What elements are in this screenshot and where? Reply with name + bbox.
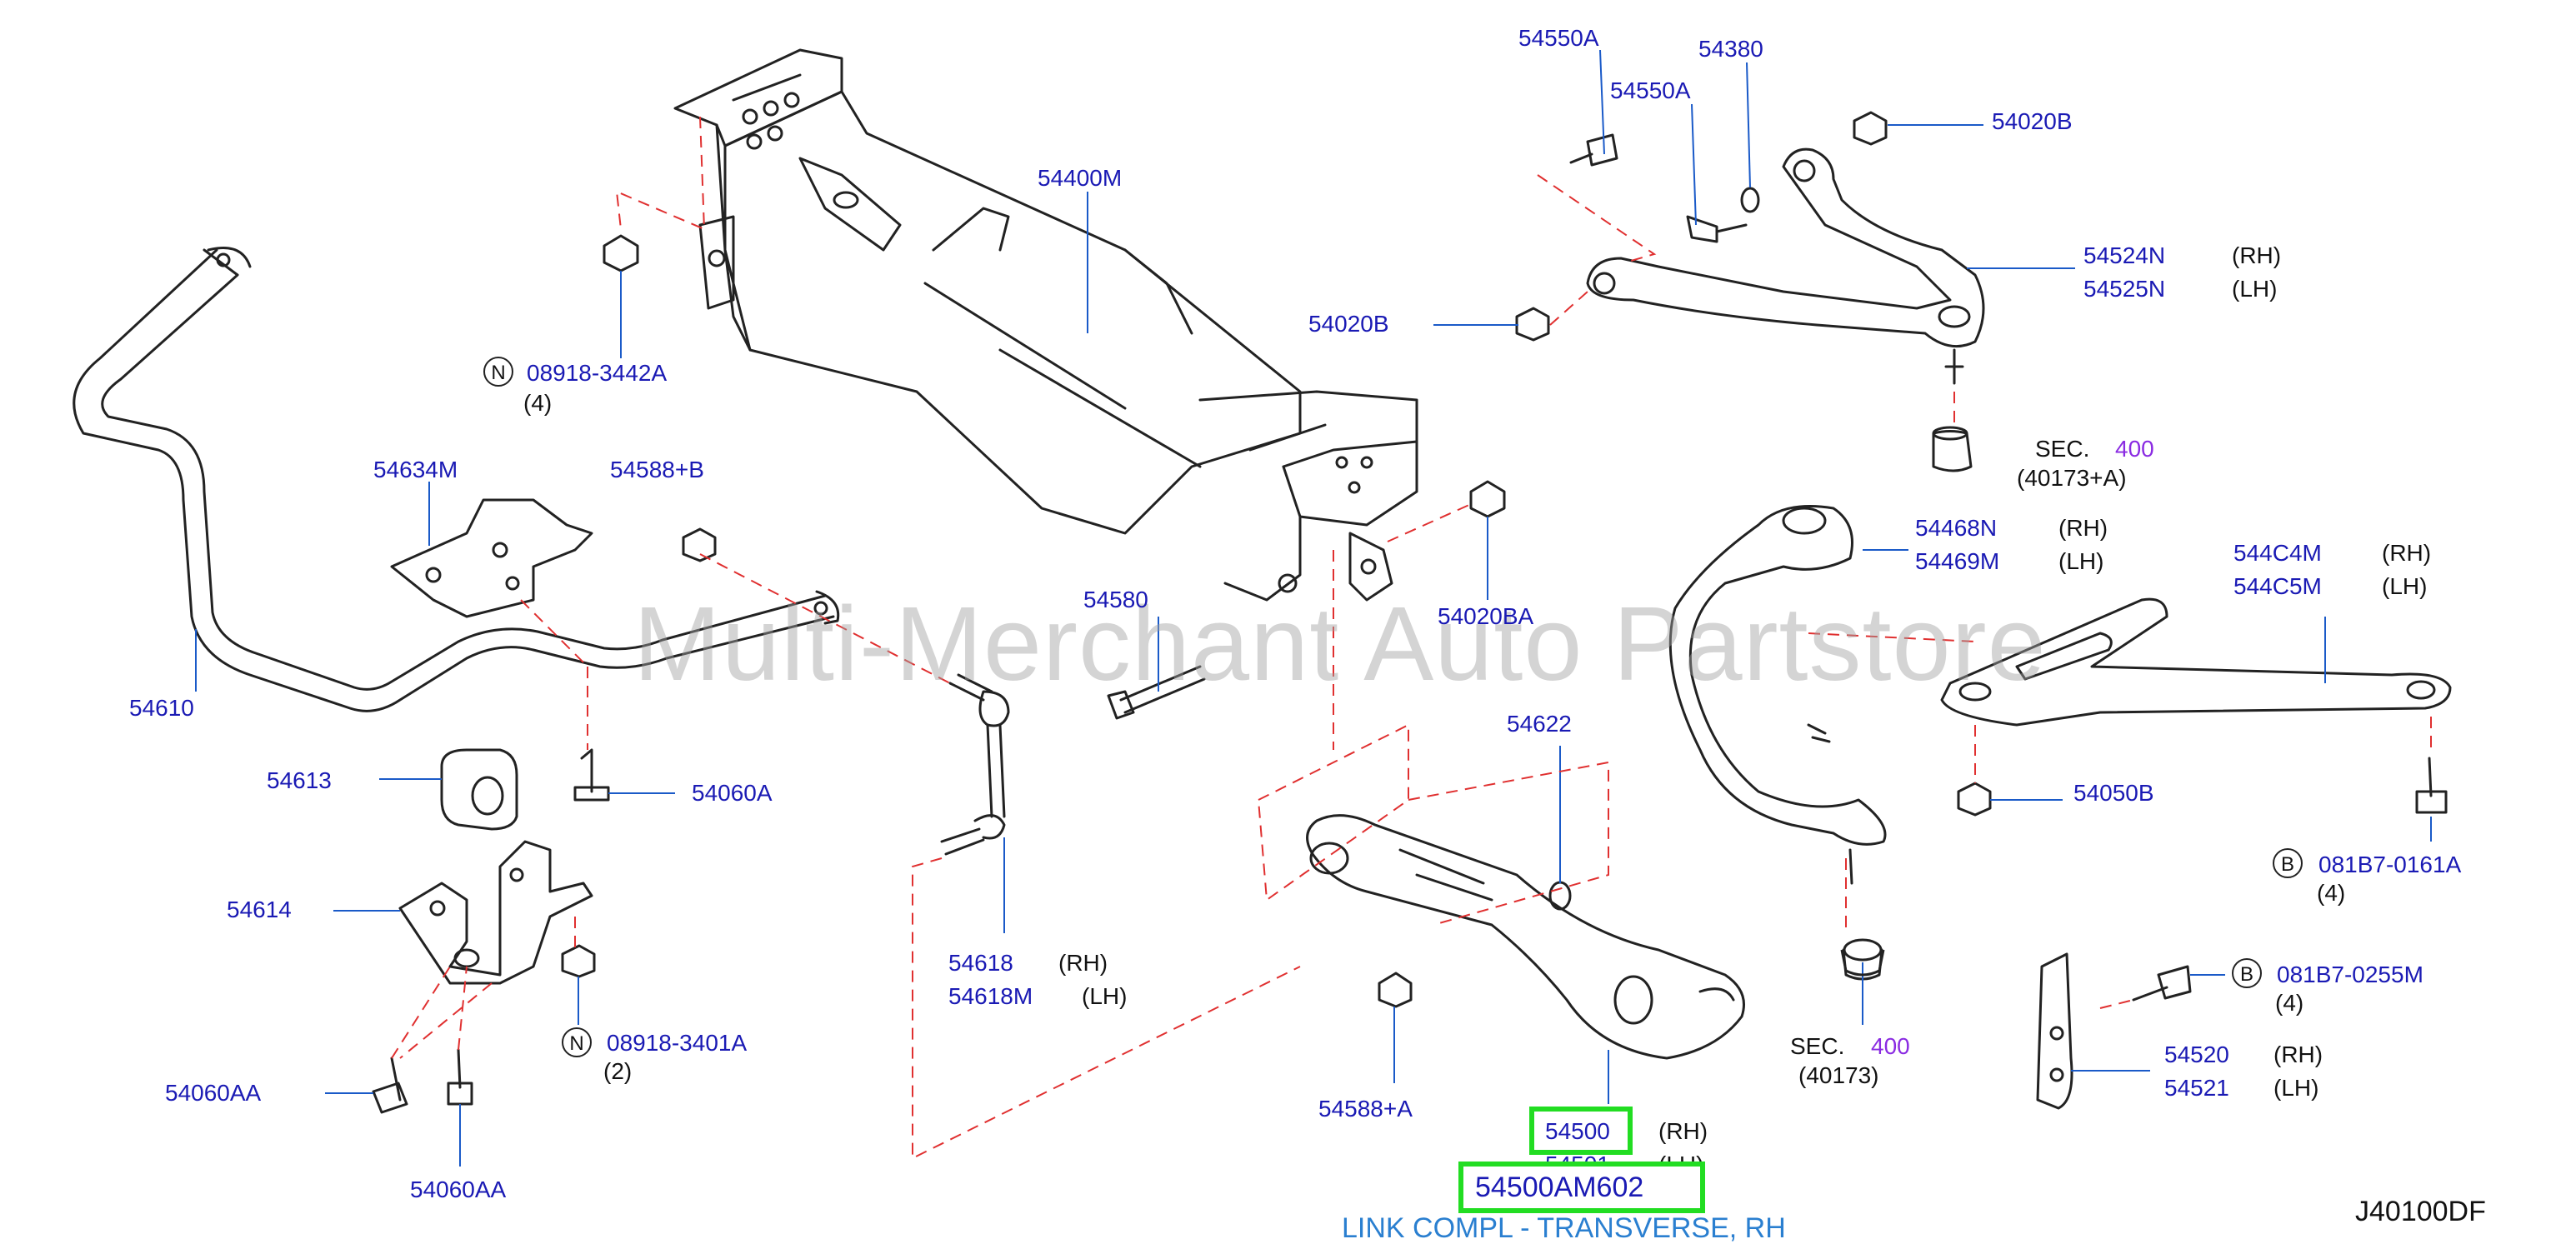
nut-08918-3401a-drawing [561, 944, 596, 978]
callout-54020b-left: 54020B [1308, 311, 1389, 337]
bolt-54060aa-left-drawing [372, 1057, 408, 1114]
part-description: LINK COMPL - TRANSVERSE, RH [1342, 1212, 1786, 1244]
bolt-54580-drawing [1107, 665, 1206, 720]
bracket-54634m-drawing [390, 498, 593, 618]
bolt-54550a-mid-drawing [1686, 215, 1748, 243]
callout-54380: 54380 [1698, 36, 1763, 62]
qty-081b7-0255m: (4) [2275, 990, 2304, 1016]
b-marker-icon: B [2273, 848, 2303, 878]
nut-54020ba-drawing [1469, 480, 1506, 518]
callout-54622: 54622 [1507, 711, 1572, 737]
side-lh-54618m: (LH) [1082, 983, 1128, 1009]
bolt-081b7-0161a-drawing [2415, 757, 2448, 814]
sec-ref-top: (40173+A) [2017, 465, 2127, 491]
qty-08918-3401a: (2) [603, 1058, 633, 1084]
nut-54588a-drawing [1378, 972, 1413, 1008]
side-lh-54525n: (LH) [2232, 276, 2278, 302]
side-rh-54618: (RH) [1058, 950, 1108, 976]
callout-544c5m: 544C5M [2233, 573, 2322, 599]
side-rh-544c4m: (RH) [2382, 540, 2432, 566]
watermark: Multi-Merchant Auto Partstore [633, 585, 2047, 702]
knuckle-drawing [1668, 505, 1887, 981]
callout-54614: 54614 [227, 897, 292, 922]
highlight-box-part-number [1458, 1162, 1705, 1213]
callout-544c4m: 544C4M [2233, 540, 2322, 566]
stabilizer-bar-drawing [73, 247, 840, 712]
bracket-54520-drawing [2036, 952, 2073, 1110]
bolt-081b7-0255m-drawing [2132, 965, 2192, 1002]
highlighted-part-number[interactable]: 54500AM602 [1475, 1172, 1644, 1203]
callout-081b7-0161a: 081B7-0161A [2318, 852, 2462, 877]
sec-ref-bottom: (40173) [1798, 1062, 1879, 1088]
callout-54060a: 54060A [692, 780, 773, 806]
sec-number-bottom: 400 [1871, 1033, 1910, 1059]
bolt-54060a-drawing [573, 748, 610, 802]
callout-08918-3401a: 08918-3401A [607, 1030, 748, 1056]
callout-54525n: 54525N [2083, 276, 2166, 302]
side-rh-54500: (RH) [1658, 1118, 1708, 1144]
stopper-top-drawing [1932, 426, 1973, 472]
stopper-bottom-drawing [1840, 949, 1885, 977]
callout-54468n: 54468N [1915, 515, 1998, 541]
n-marker-icon: N [483, 357, 513, 387]
n-marker-icon: N [562, 1027, 592, 1057]
side-lh-54469m: (LH) [2058, 548, 2104, 574]
callout-54524n: 54524N [2083, 242, 2166, 268]
side-rh-54468n: (RH) [2058, 515, 2108, 541]
callout-54400m: 54400M [1038, 165, 1123, 191]
nut-54020b-top-drawing [1853, 111, 1888, 146]
nut-08918-3442a-drawing [603, 234, 639, 272]
diagram-code: J40100DF [2355, 1196, 2486, 1227]
assembly-lines [391, 116, 2432, 1160]
nut-54588b-drawing [682, 527, 717, 562]
sec-label-top: SEC. [2035, 436, 2090, 462]
nut-54020b-left-drawing [1515, 307, 1550, 342]
washer-54380-drawing [1740, 187, 1760, 213]
callout-54060aa-bottom: 54060AA [410, 1177, 507, 1202]
callout-54020ba: 54020BA [1438, 603, 1534, 629]
bushing-54613-drawing [440, 748, 518, 831]
b-marker-icon: B [2232, 958, 2262, 988]
callout-54580: 54580 [1083, 587, 1148, 612]
callout-54588a: 54588+A [1318, 1096, 1413, 1122]
washer-54622-drawing [1548, 881, 1572, 911]
callout-54020b-top: 54020B [1992, 108, 2073, 134]
callout-54618m: 54618M [948, 983, 1033, 1009]
highlight-box-54500 [1529, 1107, 1633, 1155]
qty-081b7-0161a: (4) [2317, 880, 2346, 906]
callout-54050b: 54050B [2073, 780, 2154, 806]
stabilizer-link-drawing [940, 673, 1010, 856]
callout-54550a-top: 54550A [1518, 25, 1599, 51]
qty-08918-3442a: (4) [523, 390, 553, 416]
sec-label-bottom: SEC. [1790, 1033, 1845, 1059]
callout-54588b: 54588+B [610, 457, 704, 482]
side-lh-54521: (LH) [2273, 1075, 2319, 1101]
callout-54610: 54610 [129, 695, 194, 721]
leader-lines [195, 49, 2432, 1167]
sec-number-top: 400 [2115, 436, 2154, 462]
bolt-54060aa-bot-drawing [447, 1048, 473, 1106]
callout-54521: 54521 [2164, 1075, 2229, 1101]
side-rh-54520: (RH) [2273, 1042, 2323, 1067]
crossmember-drawing [673, 48, 1418, 602]
transverse-link-drawing [1306, 814, 1745, 1060]
upper-arm-drawing [1586, 147, 1985, 385]
callout-54520: 54520 [2164, 1042, 2229, 1067]
callout-54060aa-left: 54060AA [165, 1080, 262, 1106]
callout-54469m: 54469M [1915, 548, 2000, 574]
callout-54634m: 54634M [373, 457, 458, 482]
bolt-54550a-top-drawing [1569, 133, 1618, 167]
callout-54500[interactable]: 54500 [1545, 1118, 1610, 1144]
callout-081b7-0255m: 081B7-0255M [2277, 962, 2423, 987]
callout-54613: 54613 [267, 767, 332, 793]
callout-54618: 54618 [948, 950, 1013, 976]
lateral-link-drawing [1940, 597, 2452, 727]
nut-54050b-drawing [1957, 782, 1992, 817]
side-lh-544c5m: (LH) [2382, 573, 2428, 599]
side-rh-54524n: (RH) [2232, 242, 2282, 268]
callout-54550a-mid: 54550A [1610, 77, 1691, 103]
callout-08918-3442a: 08918-3442A [527, 360, 668, 386]
